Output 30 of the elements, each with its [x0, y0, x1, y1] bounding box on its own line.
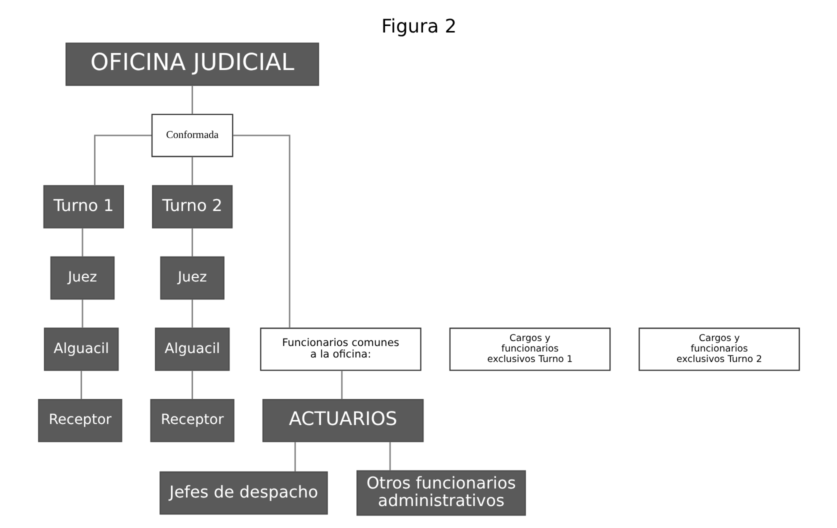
node-box: Alguacil: [43, 328, 118, 371]
node-box: OFICINA JUDICIAL: [65, 42, 319, 86]
node-box: Conformada: [150, 114, 233, 158]
node-box: Receptor: [150, 398, 234, 442]
connector: [81, 228, 83, 257]
connector: [340, 370, 342, 400]
connector: [191, 86, 193, 114]
node-box: Turno 2: [152, 185, 232, 228]
node-box: Alguacil: [154, 328, 230, 371]
connector: [191, 156, 193, 186]
connector: [232, 134, 290, 328]
diagram-title: Figura 2: [380, 16, 456, 38]
connector: [294, 442, 296, 472]
node-box: Turno 1: [42, 185, 124, 228]
connector: [388, 442, 390, 471]
node-box: Cargos y funcionarios exclusivos Turno 2: [638, 328, 800, 371]
node-box: Funcionarios comunes a la oficina:: [260, 328, 421, 371]
node-box: Juez: [160, 256, 224, 300]
node-box: Jefes de despacho: [159, 471, 328, 515]
node-box: ACTUARIOS: [262, 398, 424, 442]
node-box: Receptor: [38, 398, 122, 442]
node-box: Juez: [50, 256, 114, 300]
connector: [94, 134, 151, 186]
connector: [81, 299, 83, 328]
connector: [191, 370, 193, 400]
connector: [80, 370, 82, 400]
node-box: Cargos y funcionarios exclusivos Turno 1: [448, 328, 610, 371]
connector: [191, 228, 193, 257]
connector: [191, 299, 193, 328]
node-box: Otros funcionarios administrativos: [356, 470, 526, 516]
